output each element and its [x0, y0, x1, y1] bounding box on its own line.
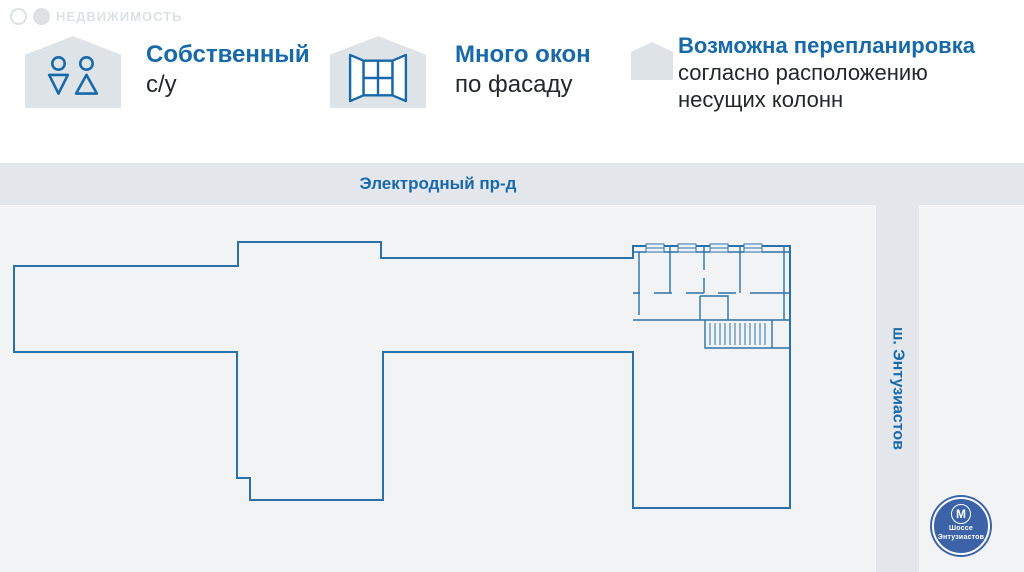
unit-walls — [633, 246, 790, 321]
house-icon — [631, 42, 673, 80]
metro-station-badge: М Шоссе Энтузиастов — [932, 497, 990, 555]
metro-station-name-line2: Энтузиастов — [937, 534, 985, 541]
feature-replanning: Возможна перепланировка согласно располо… — [678, 32, 975, 113]
feature-many-windows-title: Много окон — [455, 41, 591, 68]
unit-windows — [645, 243, 763, 253]
metro-logo-icon: М — [951, 504, 971, 524]
wc-icon — [25, 36, 121, 108]
watermark-logo: недвижимость — [10, 8, 182, 25]
metro-station-name-line1: Шоссе — [949, 525, 973, 532]
window-glyph — [348, 53, 408, 103]
feature-many-windows-subtitle: по фасаду — [455, 71, 573, 98]
watermark-circle-outline-icon — [10, 8, 27, 25]
watermark-text: недвижимость — [56, 9, 183, 24]
street-name-top: Электродный пр-д — [359, 174, 517, 193]
feature-many-windows: Много окон по фасаду — [455, 40, 591, 100]
street-band-right: ш. Энтузиастов — [876, 205, 919, 572]
street-name-right: ш. Энтузиастов — [889, 326, 907, 450]
watermark-circle-filled-icon — [33, 8, 50, 25]
building-outline-path — [13, 241, 791, 509]
street-band-top: Электродный пр-д — [0, 163, 1024, 205]
feature-replanning-line2: согласно расположению — [678, 60, 928, 85]
feature-replanning-title: Возможна перепланировка — [678, 33, 975, 58]
window-icon — [330, 36, 426, 108]
wc-glyph — [47, 55, 99, 95]
feature-own-bathroom-subtitle: с/у — [146, 71, 177, 98]
floor-plan — [13, 241, 791, 509]
stairs — [704, 320, 790, 349]
feature-replanning-line3: несущих колонн — [678, 87, 844, 112]
feature-own-bathroom: Собственный с/у — [146, 40, 310, 100]
feature-own-bathroom-title: Собственный — [146, 41, 310, 68]
